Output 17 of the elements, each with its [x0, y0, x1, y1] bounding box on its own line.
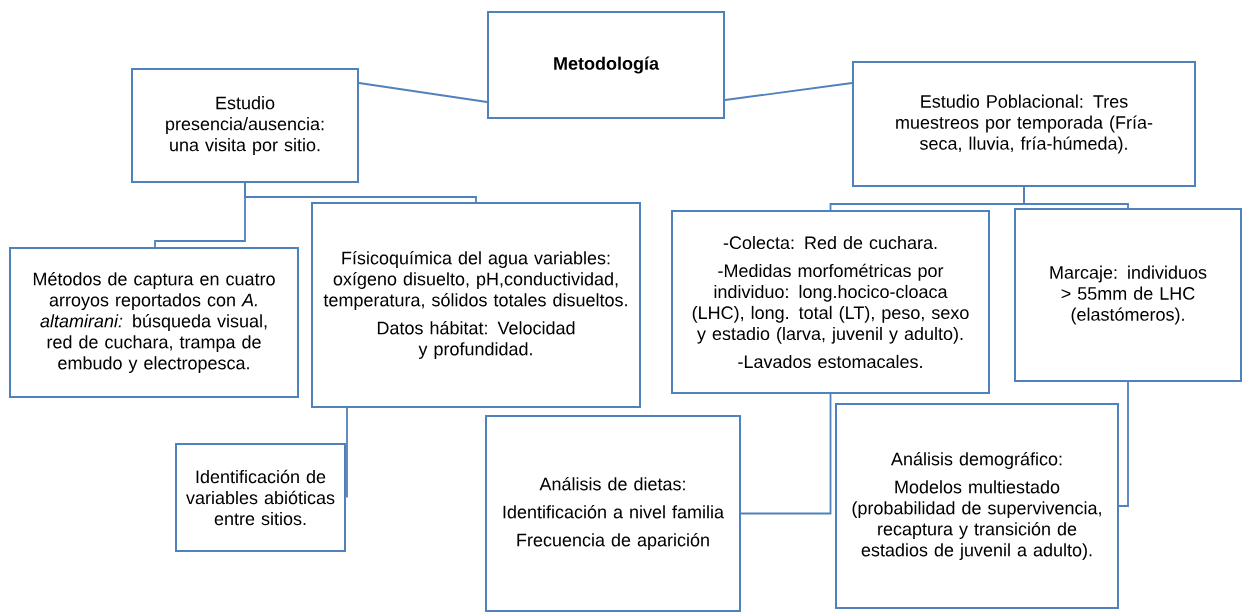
text-box: Metodología: [487, 11, 725, 119]
text-box: Marcaje: individuos > 55mm de LHC (elastómeros).: [1014, 208, 1242, 382]
connector-line: [358, 82, 488, 103]
text-box: Estudio Poblacional: Tres muestreos por temporada (Fría-seca, lluvia, fría-húmeda).: [852, 61, 1196, 187]
connector-line: [724, 82, 853, 101]
connector-line: [740, 393, 832, 515]
text-box: Análisis demográfico: Modelos multiestado (probabilidad de supervivencia, recaptura y transición de estadios de juvenil a adulto).: [835, 403, 1119, 609]
text-box: Físicoquímica del agua variables: oxígeno disuelto, pH,conductividad, temperatura, sólidos totales disueltos. Datos hábitat: Velocidad y profundidad.: [311, 202, 641, 408]
text-box: Análisis de dietas: Identificación a nivel familia Frecuencia de aparición: [485, 415, 741, 612]
text-box: Identificación de variables abióticas entre sitios.: [175, 443, 346, 552]
text-box: Métodos de captura en cuatro arroyos reportados con A. altamirani: búsqueda visual, red de cuchara, trampa de embudo y electropesca.: [9, 247, 299, 398]
text-box: -Colecta: Red de cuchara. -Medidas morfométricas por individuo: long.hocico-cloaca (LHC), long. total (LT), peso, sexo y estadio (larva, juvenil y adulto). -Lavados estomacales.: [671, 210, 990, 394]
connector-line: [346, 407, 348, 499]
connector-line: [244, 182, 477, 203]
connector-line: [1023, 186, 1129, 209]
connector-line: [1118, 381, 1129, 507]
text-box: Estudio presencia/ausencia: una visita por sitio.: [131, 68, 359, 183]
